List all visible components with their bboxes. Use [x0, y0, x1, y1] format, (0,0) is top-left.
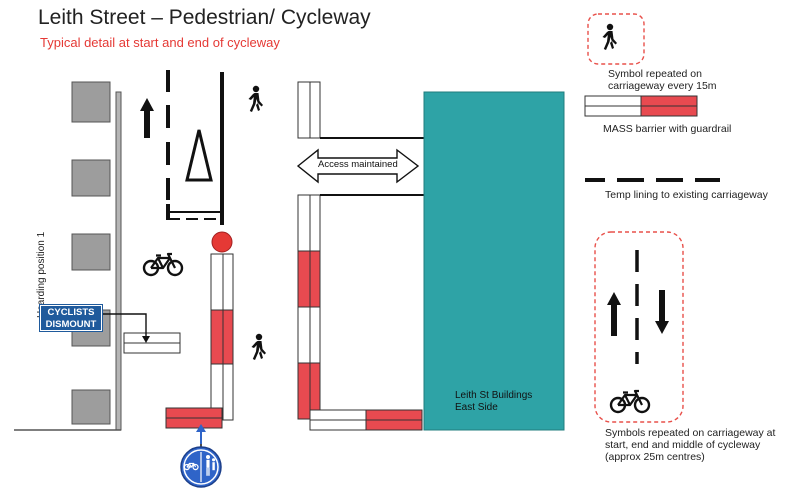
dismount-pointer — [100, 313, 147, 338]
hoarding-wall — [14, 91, 122, 431]
leith-st-building — [423, 91, 565, 431]
access-double-arrow — [296, 148, 420, 184]
hoarding-buildings — [71, 81, 111, 425]
mass-barrier-left-bottom — [165, 407, 223, 429]
cyclists-sign-line2: DISMOUNT — [45, 319, 97, 330]
bicycle-icon — [142, 252, 184, 277]
legend-pedestrian-note: Symbol repeated on carriageway every 15m — [608, 68, 717, 92]
building-label-line1: Leith St Buildings — [455, 390, 533, 401]
pedestrian-icon — [248, 85, 263, 112]
mass-barrier-cyclist — [123, 332, 181, 354]
legend-mass-barrier — [584, 95, 698, 117]
mass-barrier-left — [210, 253, 234, 421]
temp-road-lining — [166, 70, 224, 225]
give-way-triangle-marking — [185, 129, 213, 182]
building-label: Leith St Buildings East Side — [455, 390, 532, 414]
mass-barrier-right-bottom — [309, 409, 423, 431]
up-arrow-icon — [140, 98, 154, 138]
legend-symbols-note: Symbols repeated on carriageway at start… — [605, 427, 776, 463]
legend-mass-barrier-note: MASS barrier with guardrail — [603, 123, 732, 135]
legend-temp-lining-note: Temp lining to existing carriageway — [605, 189, 768, 201]
page-title: Leith Street – Pedestrian/ Cycleway — [38, 6, 371, 29]
legend-pedestrian-callout — [587, 13, 645, 65]
mass-barrier-right-top — [297, 81, 321, 139]
dismount-pointer-head — [142, 336, 150, 343]
cyclists-dismount-sign: CYCLISTS DISMOUNT — [39, 304, 103, 332]
mass-barrier-right — [297, 194, 321, 420]
access-maintained-label: Access maintained — [318, 159, 398, 170]
down-arrow-icon — [655, 290, 669, 334]
pedestrian-icon — [251, 333, 266, 360]
bicycle-icon — [609, 389, 651, 414]
up-arrow-icon — [607, 292, 621, 336]
entry-up-arrow-icon — [196, 424, 206, 444]
legend-symbols-callout — [594, 231, 684, 423]
page-subtitle: Typical detail at start and end of cycle… — [40, 35, 280, 50]
pedestrian-icon — [602, 23, 617, 50]
red-beacon-icon — [211, 231, 233, 253]
building-label-line2: East Side — [455, 402, 498, 413]
shared-use-sign-icon — [180, 446, 222, 488]
cyclists-sign-line1: CYCLISTS — [47, 307, 95, 318]
